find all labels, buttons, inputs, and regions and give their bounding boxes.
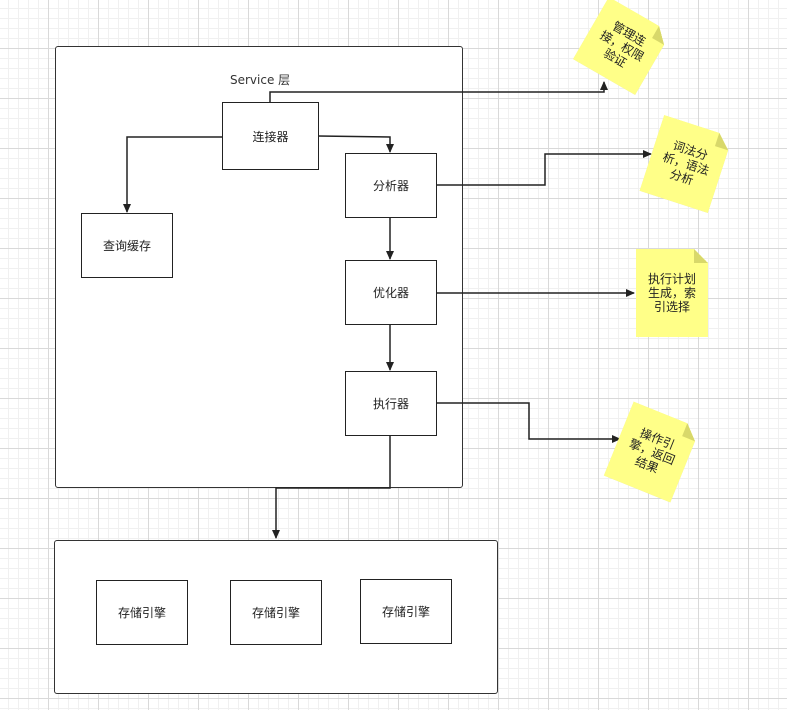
arrow-analyzer-to-note — [436, 150, 652, 186]
storage-engine-node[interactable]: 存储引擎 — [230, 580, 322, 645]
service-layer-title: Service 层 — [230, 73, 291, 87]
analyzer-node[interactable]: 分析器 — [345, 153, 437, 218]
arrow-executor-to-storage — [272, 436, 391, 539]
connector-node[interactable]: 连接器 — [222, 102, 319, 170]
connector-note-text: 管理连接，权限验证 — [597, 18, 649, 71]
storage-engine-node[interactable]: 存储引擎 — [96, 580, 188, 645]
executor-note-text: 操作引擎，返回结果 — [627, 425, 677, 476]
analyzer-note-text: 词法分析，语法分析 — [660, 138, 711, 188]
optimizer-sticky-note: 执行计划生成，索引选择 — [636, 249, 708, 337]
arrow-connector-to-analyzer — [317, 135, 394, 153]
query-cache-node[interactable]: 查询缓存 — [81, 213, 173, 278]
optimizer-note-text: 执行计划生成，索引选择 — [647, 272, 696, 314]
optimizer-node[interactable]: 优化器 — [345, 260, 437, 325]
arrow-connector-to-note — [269, 81, 608, 102]
storage-engine-node[interactable]: 存储引擎 — [360, 579, 452, 644]
executor-node[interactable]: 执行器 — [345, 371, 437, 436]
arrow-connector-to-cache — [123, 136, 222, 213]
arrow-executor-to-note — [436, 402, 621, 443]
